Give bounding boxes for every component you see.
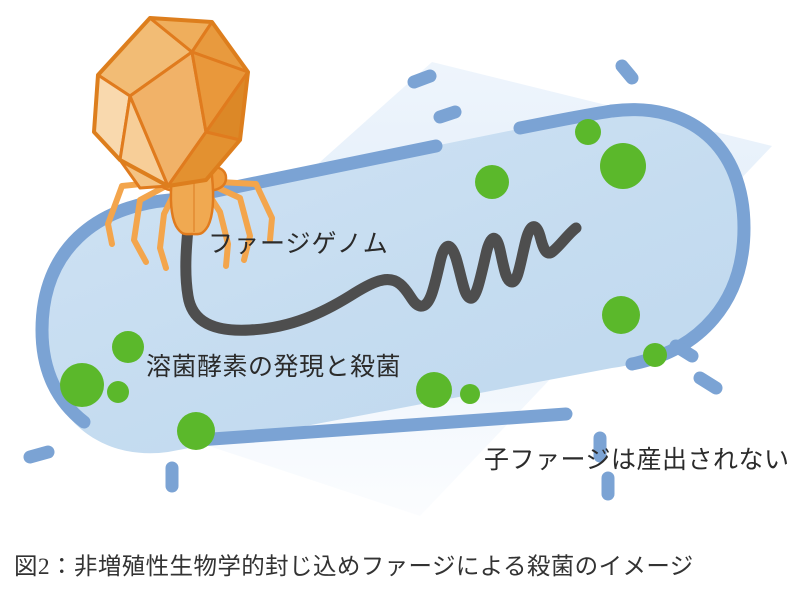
membrane-fragment-right-a	[669, 339, 699, 363]
membrane-fragment-top-c	[615, 59, 639, 85]
head-silhouette	[92, 16, 250, 188]
enzyme-dot	[600, 143, 646, 189]
enzyme-dot	[60, 363, 104, 407]
label-no-progeny: 子ファージは産出されない	[484, 447, 790, 474]
enzyme-dot	[416, 372, 452, 408]
enzyme-dot	[475, 165, 509, 199]
bacterium-membrane	[35, 103, 751, 447]
enzyme-dot	[177, 412, 215, 450]
label-lysis-enzyme: 溶菌酵素の発現と殺菌	[146, 354, 402, 381]
phage-genome-strand	[180, 202, 582, 336]
membrane-top-left-segment	[165, 139, 443, 207]
tail-fiber-left-mid	[131, 183, 169, 265]
label-phage-genome: ファージゲノム	[208, 231, 389, 258]
membrane-fragment-top-b	[433, 105, 462, 124]
membrane-fragment-top-a	[407, 69, 437, 89]
membrane-bottom-segment	[191, 407, 573, 447]
phage-head	[92, 16, 250, 190]
enzyme-dot	[460, 384, 480, 404]
membrane-left-cap	[35, 193, 177, 429]
bacteriophage	[92, 16, 275, 271]
enzyme-dot	[575, 119, 601, 145]
enzyme-dot	[602, 296, 640, 334]
figure-caption: 図2：非増殖性生物学的封じ込めファージによる殺菌のイメージ	[14, 554, 694, 580]
tail-fiber-right-mid	[211, 183, 253, 263]
lytic-enzyme-particles	[60, 119, 667, 450]
diagram-illustration	[23, 16, 772, 516]
membrane-right-cap	[605, 103, 751, 371]
tail-fiber-right-outer	[217, 179, 275, 243]
membrane-fragments	[23, 59, 723, 501]
enzyme-dot	[107, 381, 129, 403]
enzyme-dot	[643, 343, 667, 367]
membrane-fragment-right-b	[693, 371, 723, 395]
enzyme-dot	[112, 331, 144, 363]
phage-tail-sheath	[169, 174, 215, 236]
membrane-fragment-left-a	[23, 445, 55, 464]
